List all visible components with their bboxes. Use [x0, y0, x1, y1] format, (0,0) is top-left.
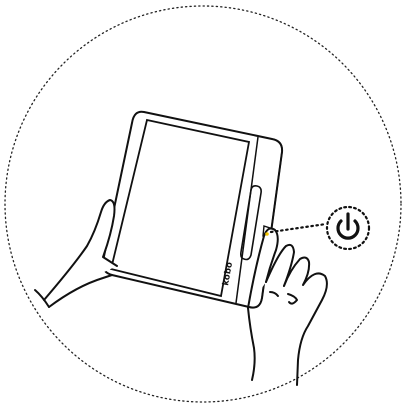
right-hand-index-finger — [247, 227, 279, 309]
power-icon-arc — [336, 219, 360, 240]
right-hand-back — [283, 256, 328, 386]
page-turn-button-strip — [240, 185, 262, 261]
power-accent-dot — [265, 232, 269, 236]
power-icon — [336, 212, 360, 240]
right-hand-knuckle-1 — [287, 293, 298, 305]
ereader-screen — [109, 118, 251, 298]
left-hand — [34, 199, 118, 308]
ereader-grip-divider — [235, 136, 259, 304]
left-hand-palm — [48, 274, 113, 308]
ereader-device: kobo — [101, 110, 284, 309]
left-hand-thumb — [43, 199, 118, 301]
left-hand-wrist — [34, 289, 50, 308]
right-hand — [247, 227, 328, 386]
brand-label: kobo — [221, 261, 235, 286]
power-callout-dotted-line — [269, 222, 328, 234]
right-hand-knuckle-2 — [269, 291, 279, 297]
dotted-circle-boundary — [4, 5, 402, 403]
right-hand-middle-finger — [265, 243, 295, 287]
ereader-edge — [248, 138, 283, 309]
power-icon-callout — [265, 205, 371, 251]
right-hand-wrist — [247, 307, 256, 381]
